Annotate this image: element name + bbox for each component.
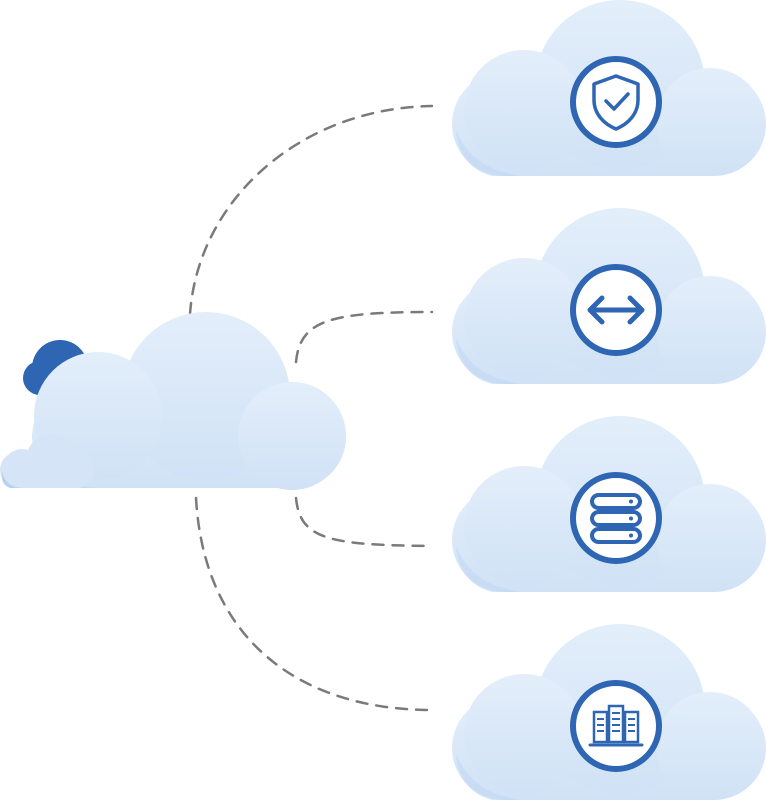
server-racks-icon (570, 680, 662, 772)
database-stack-icon (570, 472, 662, 564)
service-cloud-transfer (452, 208, 766, 384)
connector-lines (188, 104, 434, 712)
service-cloud-datacenter (452, 624, 766, 800)
connector-transfer (294, 310, 434, 364)
double-arrow-icon (570, 264, 662, 356)
connector-datacenter (194, 496, 434, 712)
central-cloud (0, 312, 346, 490)
connector-security (188, 104, 434, 316)
service-cloud-database (452, 416, 766, 592)
small-light-cloud (0, 434, 94, 488)
connector-database (294, 496, 434, 548)
service-cloud-security (452, 0, 766, 176)
shield-check-icon (570, 56, 662, 148)
